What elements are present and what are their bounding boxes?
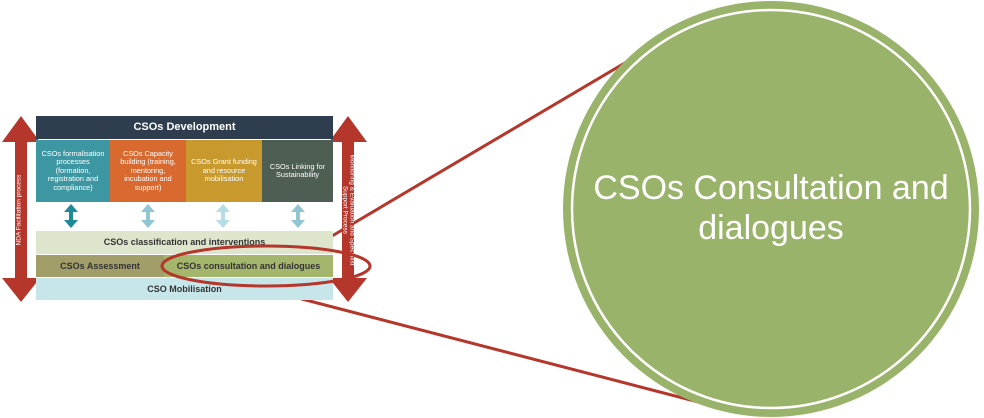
capacity-building-box: CSOs Capacity building (training, mentor… — [110, 140, 186, 202]
grant-funding-box: CSOs Grant funding and resource mobilisa… — [186, 140, 262, 202]
mobilisation-box: CSO Mobilisation — [36, 278, 333, 300]
zoom-circle-ring — [570, 8, 972, 410]
double-arrow-icon — [141, 204, 155, 228]
zoom-line-top — [331, 52, 641, 238]
diagram-title: CSOs Development — [36, 116, 333, 139]
double-arrow-icon — [64, 204, 78, 228]
classification-box: CSOs classification and interventions — [36, 231, 333, 254]
double-arrow-icon — [291, 204, 305, 228]
zoom-line-bottom — [274, 290, 711, 407]
zoom-circle — [563, 1, 979, 417]
left-arrow-label: NDA Facilitation process — [15, 174, 23, 246]
linking-box: CSOs Linking for Sustainability — [262, 140, 333, 202]
left-double-arrow — [2, 116, 40, 302]
formalisation-box: CSOs formalisation processes (formation,… — [36, 140, 110, 202]
consultation-box: CSOs consultation and dialogues — [164, 255, 333, 277]
assessment-box: CSOs Assessment — [36, 255, 164, 277]
right-arrow-label: Monitoring & Evaluation and Specialist S… — [341, 154, 356, 266]
double-arrow-icon — [216, 204, 230, 228]
zoom-circle-text: CSOs Consultation and dialogues — [593, 169, 949, 248]
right-double-arrow — [329, 116, 367, 302]
